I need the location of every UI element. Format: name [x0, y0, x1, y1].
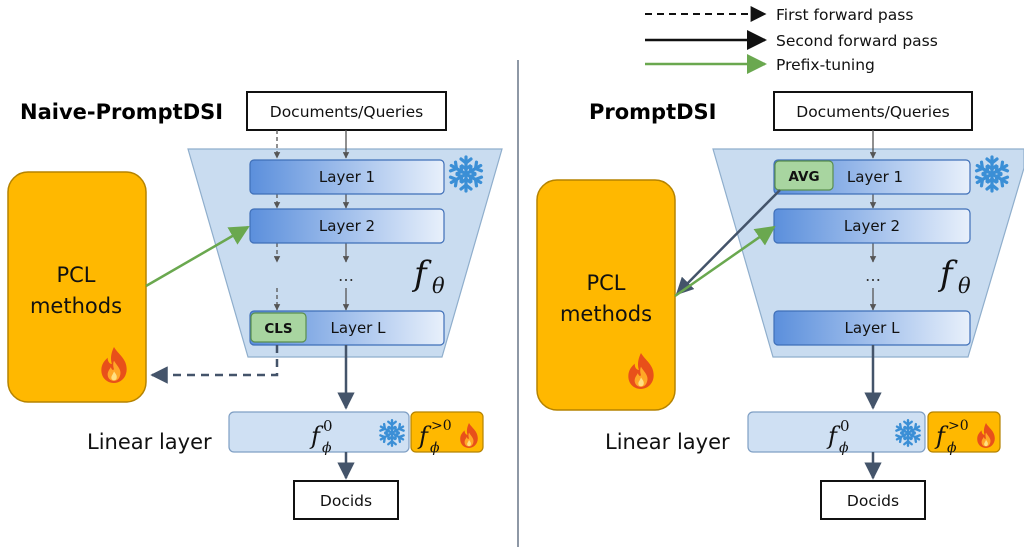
left-layer-L-label: Layer L — [331, 319, 387, 337]
right-avg-label: AVG — [788, 169, 819, 185]
svg-text:>0: >0 — [948, 418, 969, 434]
svg-text:>0: >0 — [431, 418, 452, 434]
svg-text:θ: θ — [958, 274, 971, 298]
legend: First forward pass Second forward pass P… — [645, 6, 938, 74]
svg-text:0: 0 — [323, 417, 333, 435]
left-pcl-methods-box — [7, 171, 147, 403]
right-panel: PromptDSI Documents/Queries Layer 1 Laye… — [536, 91, 1024, 520]
right-linear-label: Linear layer — [605, 430, 730, 454]
left-layer-1-label: Layer 1 — [319, 168, 375, 186]
left-cls-label: CLS — [264, 321, 292, 337]
right-docids-label: Docids — [847, 492, 899, 510]
left-layer-2-label: Layer 2 — [319, 217, 375, 235]
right-layer-2-label: Layer 2 — [844, 217, 900, 235]
right-pcl-line1: PCL — [586, 271, 625, 295]
right-layer-ellipsis: … — [865, 266, 881, 285]
left-head-0 — [228, 411, 410, 453]
legend-first-forward: First forward pass — [776, 6, 913, 24]
left-panel: Naive-PromptDSI Documents/Queries Layer … — [7, 91, 503, 520]
svg-text:ϕ: ϕ — [947, 440, 957, 456]
legend-prefix-tuning: Prefix-tuning — [776, 56, 875, 74]
right-title: PromptDSI — [589, 100, 717, 124]
left-encoder-block — [187, 148, 503, 358]
svg-text:ϕ: ϕ — [839, 440, 849, 456]
left-pcl-line1: PCL — [56, 263, 95, 287]
left-layer-1 — [249, 159, 445, 195]
left-prefix-tuning-arrow — [145, 225, 250, 288]
legend-second-forward: Second forward pass — [776, 32, 938, 50]
left-pcl-line2: methods — [30, 294, 122, 318]
left-docids-box — [293, 480, 399, 520]
right-pcl-methods-box — [536, 179, 676, 411]
right-prefix-tuning-arrow — [674, 225, 776, 298]
left-cls-return-arrow — [150, 345, 279, 384]
right-docids-box — [820, 480, 926, 520]
left-layer-2 — [249, 208, 445, 244]
right-layer-L-label: Layer L — [845, 319, 901, 337]
right-input-label: Documents/Queries — [796, 103, 949, 121]
right-head-0 — [747, 411, 926, 453]
left-input-box — [246, 91, 447, 131]
svg-text:ϕ: ϕ — [322, 440, 332, 456]
right-pcl-line2: methods — [560, 302, 652, 326]
left-title: Naive-PromptDSI — [20, 100, 223, 124]
svg-text:0: 0 — [840, 417, 850, 435]
left-docids-label: Docids — [320, 492, 372, 510]
left-input-label: Documents/Queries — [270, 103, 423, 121]
left-linear-label: Linear layer — [87, 430, 212, 454]
left-flow-lines — [273, 130, 350, 311]
right-input-box — [773, 91, 973, 131]
right-avg-tag — [774, 160, 834, 191]
svg-text:ϕ: ϕ — [430, 440, 440, 456]
svg-text:θ: θ — [432, 274, 445, 298]
left-layer-ellipsis: … — [338, 266, 354, 285]
right-layer-1-label: Layer 1 — [847, 168, 903, 186]
left-cls-tag — [250, 312, 307, 343]
right-avg-to-pcl-arrow — [675, 189, 781, 296]
right-encoder-block — [712, 148, 1024, 358]
